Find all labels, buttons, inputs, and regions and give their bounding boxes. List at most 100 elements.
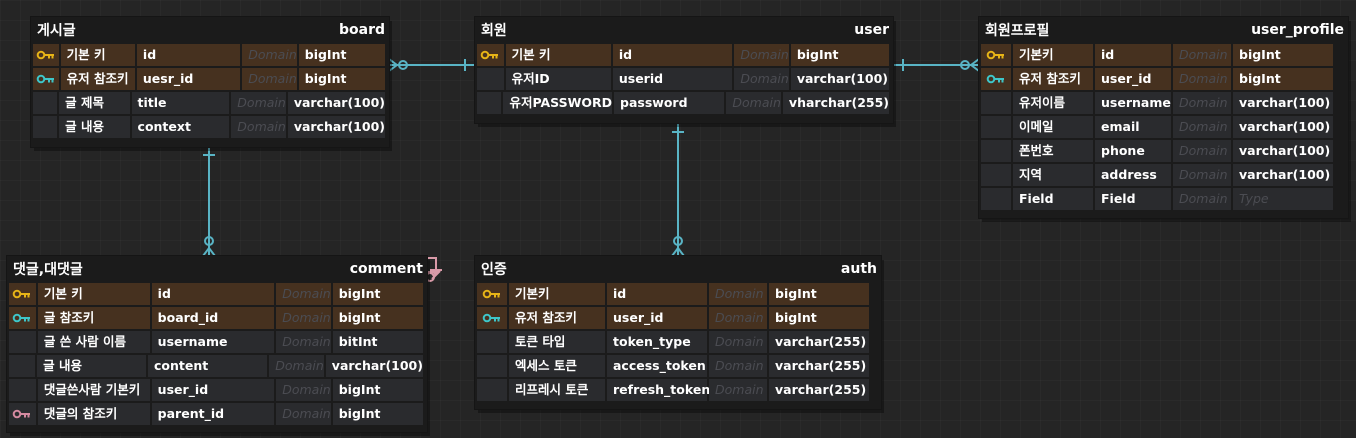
column-logical-name[interactable]: 기본키 — [1013, 44, 1093, 66]
column-logical-name[interactable]: 유저ID — [505, 68, 611, 90]
column-data-type[interactable]: Type — [1233, 188, 1333, 210]
column-data-type[interactable]: bigInt — [769, 283, 869, 305]
column-domain[interactable]: Domain — [276, 331, 331, 353]
column-physical-name[interactable]: user_id — [1095, 68, 1171, 90]
column-physical-name[interactable]: phone — [1095, 140, 1171, 162]
column-domain[interactable]: Domain — [276, 283, 331, 305]
column-data-type[interactable]: varchar(255) — [769, 379, 869, 401]
column-logical-name[interactable]: 글 쓴 사람 이름 — [37, 331, 150, 353]
column-data-type[interactable]: bigInt — [332, 283, 423, 305]
column-domain[interactable]: Domain — [734, 44, 789, 66]
column-domain[interactable]: Domain — [1173, 68, 1231, 90]
column-domain[interactable]: Domain — [231, 116, 286, 138]
column-domain[interactable]: Domain — [1173, 92, 1231, 114]
column-logical-name[interactable]: 글 내용 — [37, 355, 146, 377]
column-physical-name[interactable]: email — [1095, 116, 1171, 138]
column-physical-name[interactable]: id — [136, 44, 241, 66]
column-data-type[interactable]: varchar(100) — [1233, 92, 1333, 114]
column-logical-name[interactable]: 지역 — [1013, 164, 1093, 186]
column-physical-name[interactable]: access_token — [607, 355, 707, 377]
column-logical-name[interactable]: 기본 키 — [37, 283, 150, 305]
column-data-type[interactable]: varchar(100) — [1233, 140, 1333, 162]
column-domain[interactable]: Domain — [1173, 188, 1231, 210]
column-logical-name[interactable]: Field — [1013, 188, 1093, 210]
column-physical-name[interactable]: username — [1095, 92, 1171, 114]
column-physical-name[interactable]: address — [1095, 164, 1171, 186]
column-logical-name[interactable]: 글 제목 — [59, 92, 130, 114]
column-domain[interactable]: Domain — [726, 92, 781, 114]
column-data-type[interactable]: vharchar(255) — [782, 92, 889, 114]
column-domain[interactable]: Domain — [276, 379, 331, 401]
column-domain[interactable]: Domain — [709, 379, 767, 401]
column-data-type[interactable]: varchar(255) — [769, 355, 869, 377]
column-logical-name[interactable]: 글 참조키 — [37, 307, 150, 329]
column-physical-name[interactable]: context — [131, 116, 230, 138]
column-data-type[interactable]: bigInt — [332, 307, 423, 329]
column-domain[interactable]: Domain — [709, 283, 767, 305]
column-logical-name[interactable]: 유저PASSWORD — [503, 92, 613, 114]
column-logical-name[interactable]: 리프레시 토큰 — [509, 379, 605, 401]
column-domain[interactable]: Domain — [242, 44, 297, 66]
column-logical-name[interactable]: 기본 키 — [505, 44, 611, 66]
column-domain[interactable]: Domain — [276, 403, 331, 425]
column-logical-name[interactable]: 이메일 — [1013, 116, 1093, 138]
column-domain[interactable]: Domain — [709, 355, 767, 377]
column-data-type[interactable]: bigInt — [769, 307, 869, 329]
column-physical-name[interactable]: username — [151, 331, 275, 353]
column-data-type[interactable]: bitInt — [332, 331, 423, 353]
column-physical-name[interactable]: password — [614, 92, 725, 114]
column-data-type[interactable]: varchar(100) — [325, 355, 423, 377]
column-logical-name[interactable]: 유저 참조키 — [509, 307, 605, 329]
column-physical-name[interactable]: board_id — [151, 307, 275, 329]
column-data-type[interactable]: bigInt — [298, 68, 385, 90]
column-logical-name[interactable]: 기본키 — [509, 283, 605, 305]
column-logical-name[interactable]: 엑세스 토큰 — [509, 355, 605, 377]
column-physical-name[interactable]: token_type — [607, 331, 707, 353]
column-data-type[interactable]: varchar(255) — [769, 331, 869, 353]
column-domain[interactable]: Domain — [709, 307, 767, 329]
column-physical-name[interactable]: uesr_id — [136, 68, 241, 90]
column-domain[interactable]: Domain — [276, 307, 331, 329]
column-logical-name[interactable]: 유저 참조키 — [60, 68, 135, 90]
column-physical-name[interactable]: title — [131, 92, 230, 114]
column-domain[interactable]: Domain — [231, 92, 286, 114]
column-physical-name[interactable]: userid — [612, 68, 733, 90]
column-data-type[interactable]: bigInt — [790, 44, 889, 66]
column-physical-name[interactable]: content — [147, 355, 268, 377]
column-physical-name[interactable]: id — [612, 44, 733, 66]
column-domain[interactable]: Domain — [734, 68, 789, 90]
column-logical-name[interactable]: 토큰 타입 — [509, 331, 605, 353]
column-logical-name[interactable]: 댓글쓴사람 기본키 — [37, 379, 150, 401]
column-physical-name[interactable]: Field — [1095, 188, 1171, 210]
column-domain[interactable]: Domain — [1173, 164, 1231, 186]
column-logical-name[interactable]: 유저 참조키 — [1013, 68, 1093, 90]
column-physical-name[interactable]: id — [1095, 44, 1171, 66]
column-data-type[interactable]: varchar(100) — [287, 116, 385, 138]
column-data-type[interactable]: bigInt — [332, 379, 423, 401]
